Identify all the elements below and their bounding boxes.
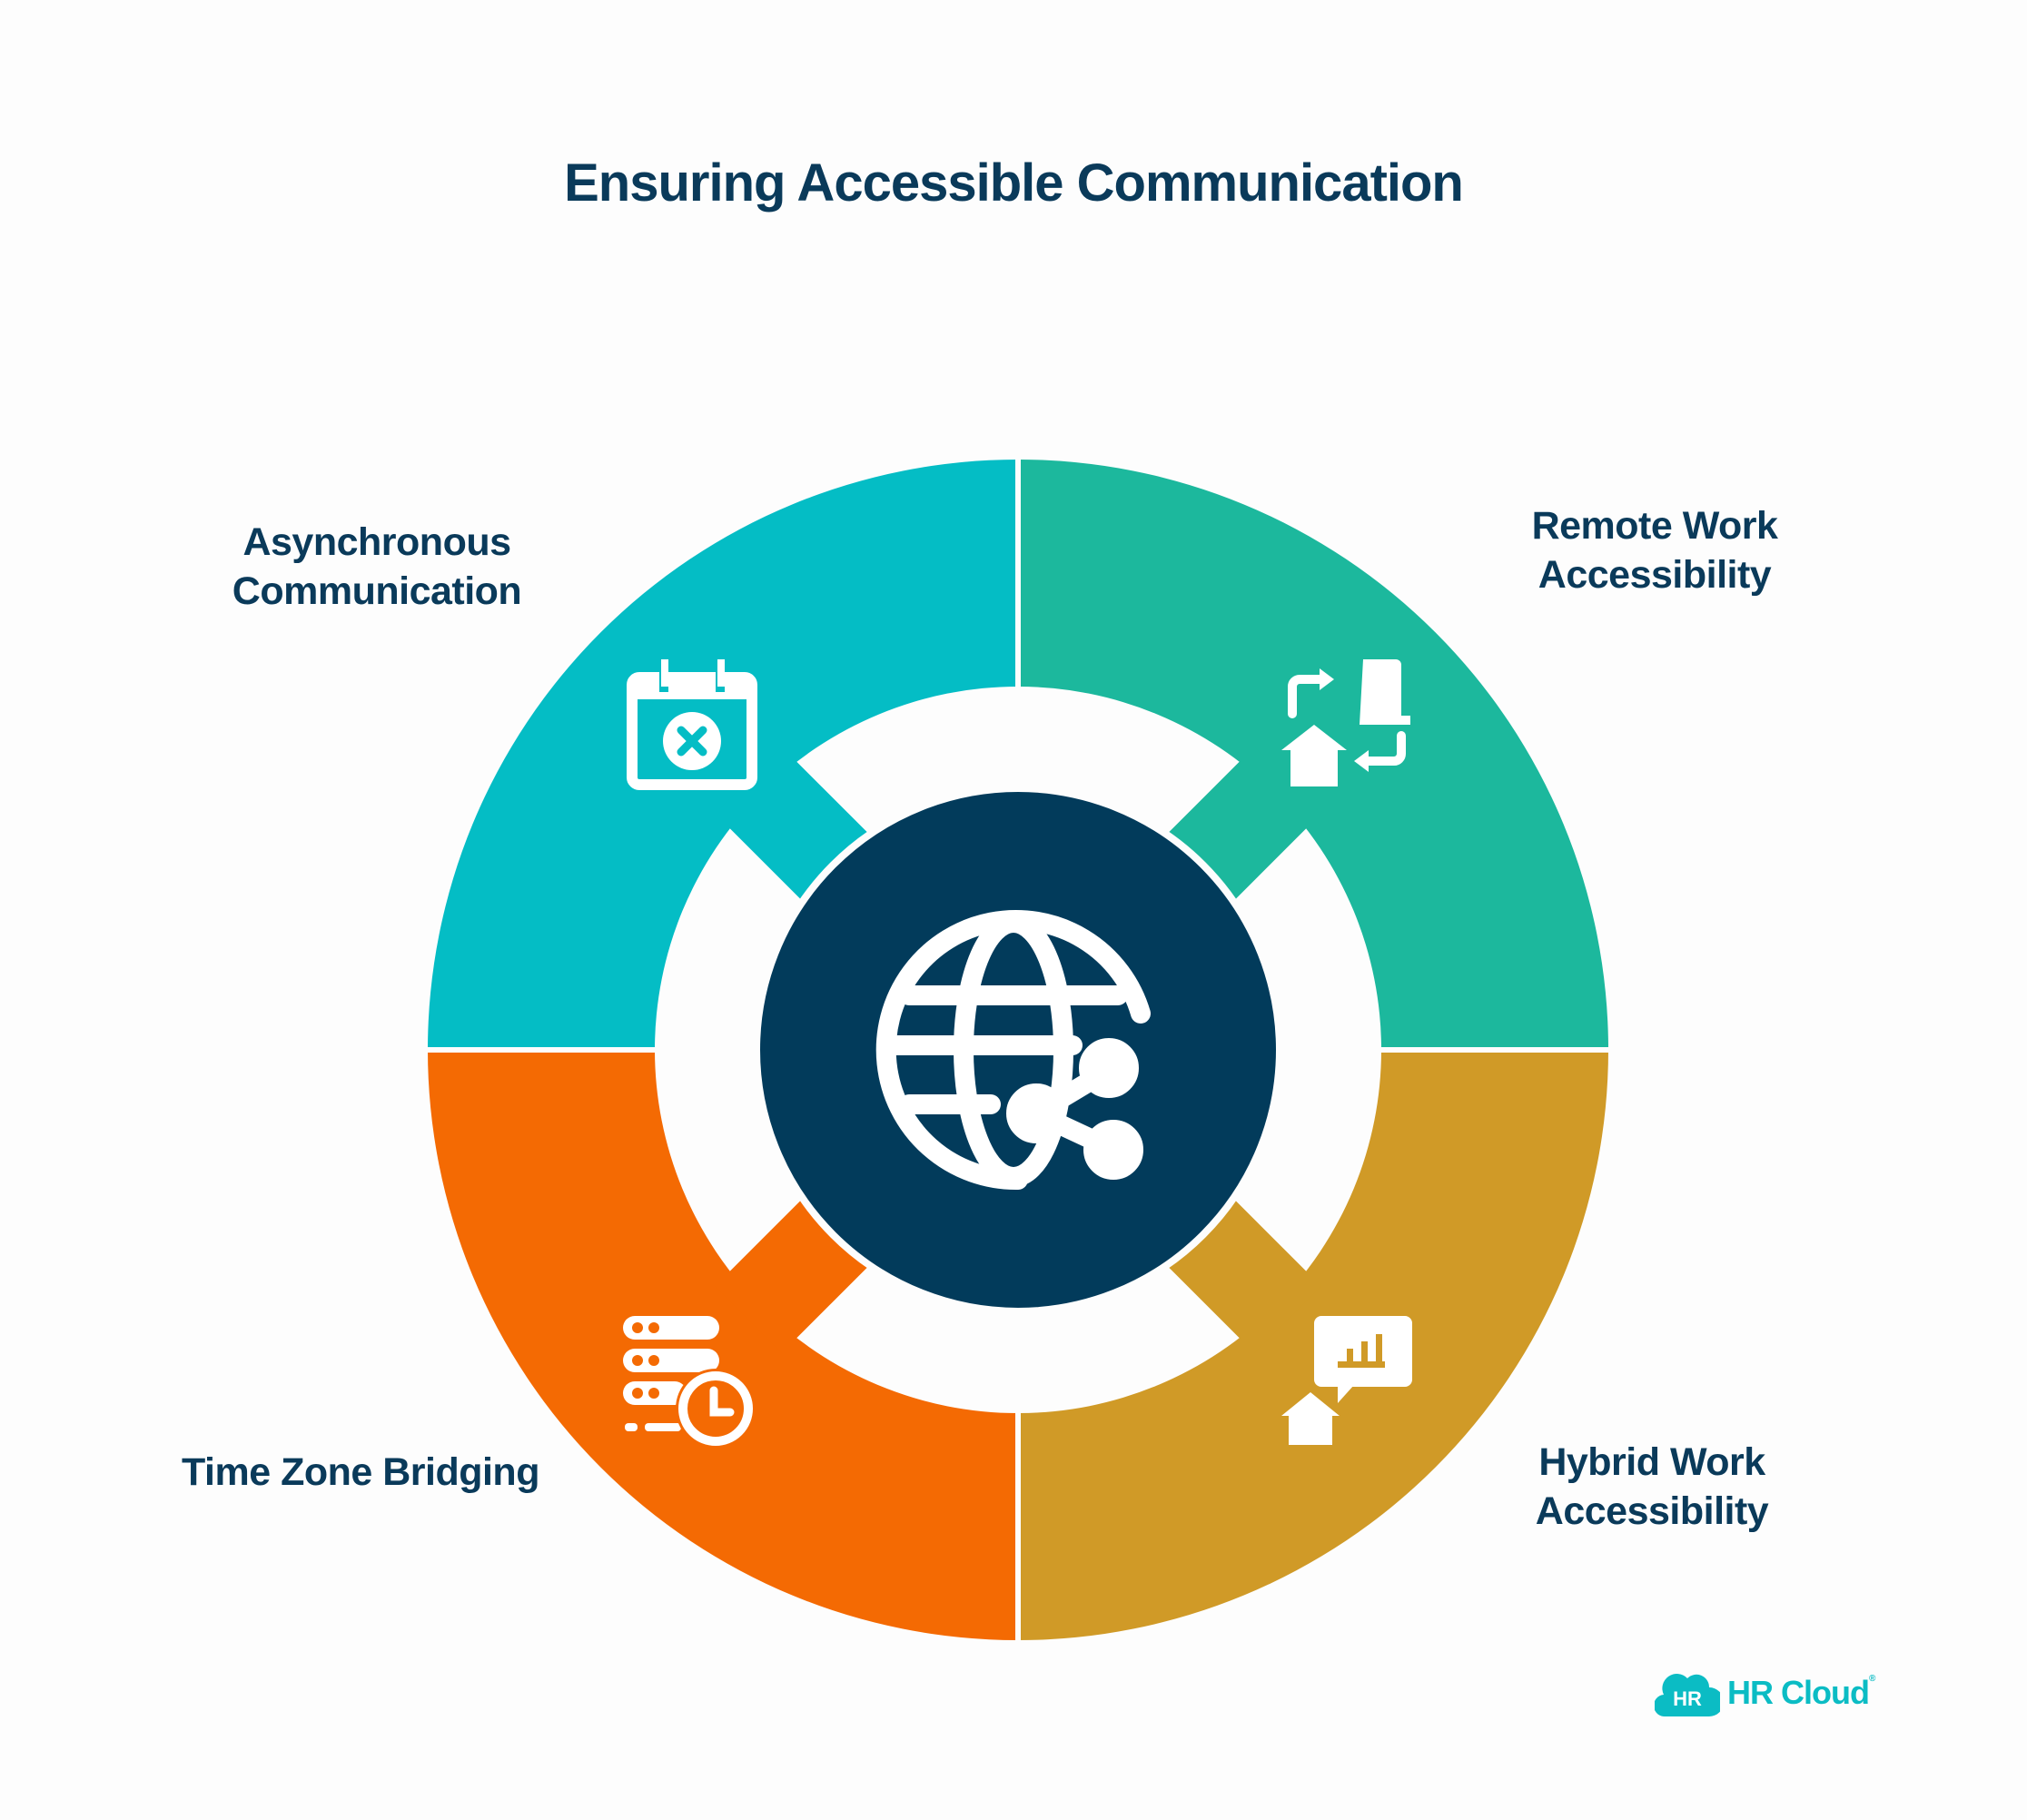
segment-hybrid-work	[1018, 1050, 1608, 1640]
cloud-icon: HR	[1655, 1674, 1720, 1717]
globe-share-icon	[875, 910, 1151, 1191]
calendar-x-icon	[627, 659, 757, 790]
logo-registered-mark: ®	[1868, 1674, 1875, 1684]
label-line: Communication	[232, 569, 522, 613]
label-time-zone: Time Zone Bridging	[124, 1448, 597, 1497]
label-line: Accessibility	[1535, 1489, 1769, 1533]
server-clock-icon	[623, 1316, 756, 1449]
label-line: Time Zone Bridging	[182, 1450, 539, 1494]
label-line: Accessibility	[1538, 553, 1772, 597]
label-line: Asynchronous	[242, 520, 511, 564]
label-line: Remote Work	[1531, 504, 1778, 548]
hr-cloud-logo: HR HR Cloud®	[1655, 1667, 1875, 1718]
logo-badge: HR	[1673, 1687, 1702, 1710]
home-chat-chart-icon	[1281, 1316, 1412, 1445]
segment-asynchronous	[428, 460, 1018, 1050]
label-remote-work: Remote Work Accessibility	[1419, 501, 1891, 599]
home-office-swap-icon	[1281, 659, 1410, 786]
logo-text: HR Cloud®	[1727, 1674, 1875, 1712]
segment-time-zone	[428, 1050, 1018, 1640]
label-hybrid-work: Hybrid Work Accessibility	[1416, 1438, 1888, 1536]
page-title: Ensuring Accessible Communication	[564, 153, 1464, 213]
logo-name: HR Cloud	[1727, 1674, 1870, 1711]
label-asynchronous: Asynchronous Communication	[141, 518, 613, 616]
label-line: Hybrid Work	[1538, 1440, 1765, 1484]
